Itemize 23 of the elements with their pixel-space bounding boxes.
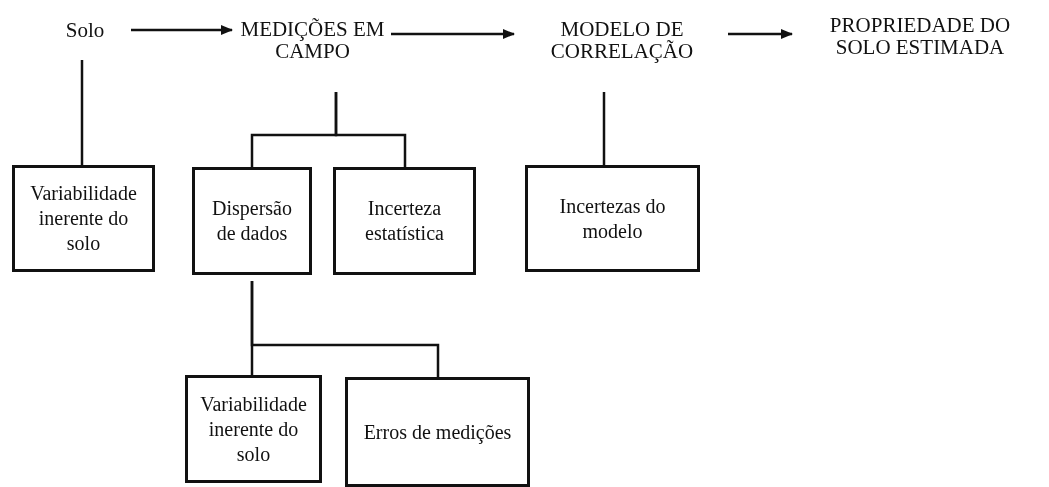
- connector-line: [334, 92, 407, 167]
- box-text: Incerteza estatística: [364, 196, 445, 246]
- text-box: [185, 375, 322, 483]
- connector-line: [250, 281, 440, 377]
- box-text: Dispersão de dados: [211, 196, 293, 246]
- stage-label: Solo: [65, 18, 105, 41]
- box-text: Variabilidade inerente do solo: [29, 181, 138, 256]
- text-box: [333, 167, 476, 275]
- text-box: [345, 377, 530, 487]
- stage-label: MEDIÇÕES EM CAMPO: [240, 17, 385, 63]
- text-box: [525, 165, 700, 272]
- stage-label: MODELO DE CORRELAÇÃO: [549, 17, 695, 63]
- text-box: [192, 167, 312, 275]
- connector-line: [602, 92, 606, 165]
- text-box: [12, 165, 155, 272]
- box-text: Incertezas do modelo: [558, 193, 667, 244]
- stage-label: PROPRIEDADE DO SOLO ESTIMADA: [828, 13, 1012, 59]
- box-text: Variabilidade inerente do solo: [200, 391, 307, 467]
- arrow: [131, 25, 234, 35]
- connector-line: [80, 60, 84, 165]
- arrow: [728, 29, 794, 39]
- box-text: Erros de medições: [363, 419, 512, 445]
- arrow: [391, 29, 516, 39]
